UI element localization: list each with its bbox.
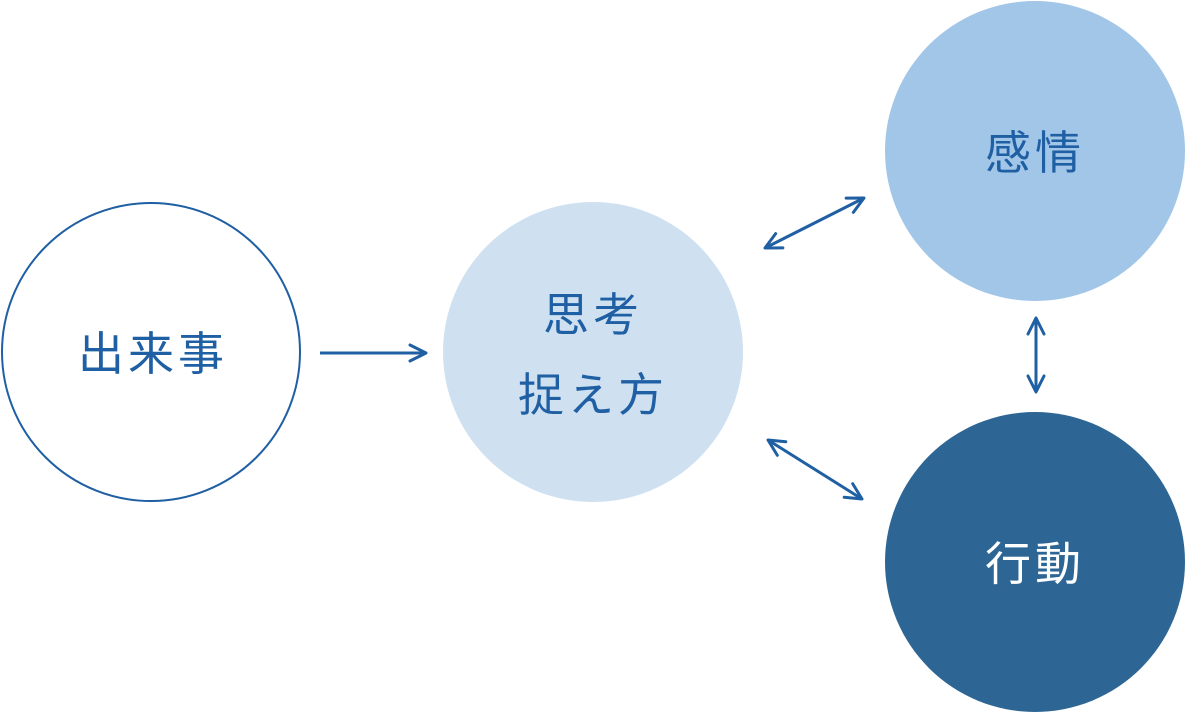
event-label: 出来事 xyxy=(78,327,228,381)
emotion-node: 感情 xyxy=(885,1,1185,301)
thinking-label-line2: 捉え方 xyxy=(518,368,668,422)
event-node: 出来事 xyxy=(1,202,301,502)
event-circle xyxy=(1,202,301,502)
thinking-action-double-arrow xyxy=(766,438,864,501)
thinking-circle xyxy=(443,202,743,502)
emotion-label: 感情 xyxy=(985,126,1085,180)
thinking-label-line1: 思考 xyxy=(543,288,643,342)
action-circle xyxy=(885,412,1185,712)
thinking-node: 思考 捉え方 xyxy=(443,202,743,502)
emotion-circle xyxy=(885,1,1185,301)
thinking-emotion-double-arrow xyxy=(763,196,866,250)
action-node: 行動 xyxy=(885,412,1185,712)
action-label: 行動 xyxy=(985,537,1085,591)
